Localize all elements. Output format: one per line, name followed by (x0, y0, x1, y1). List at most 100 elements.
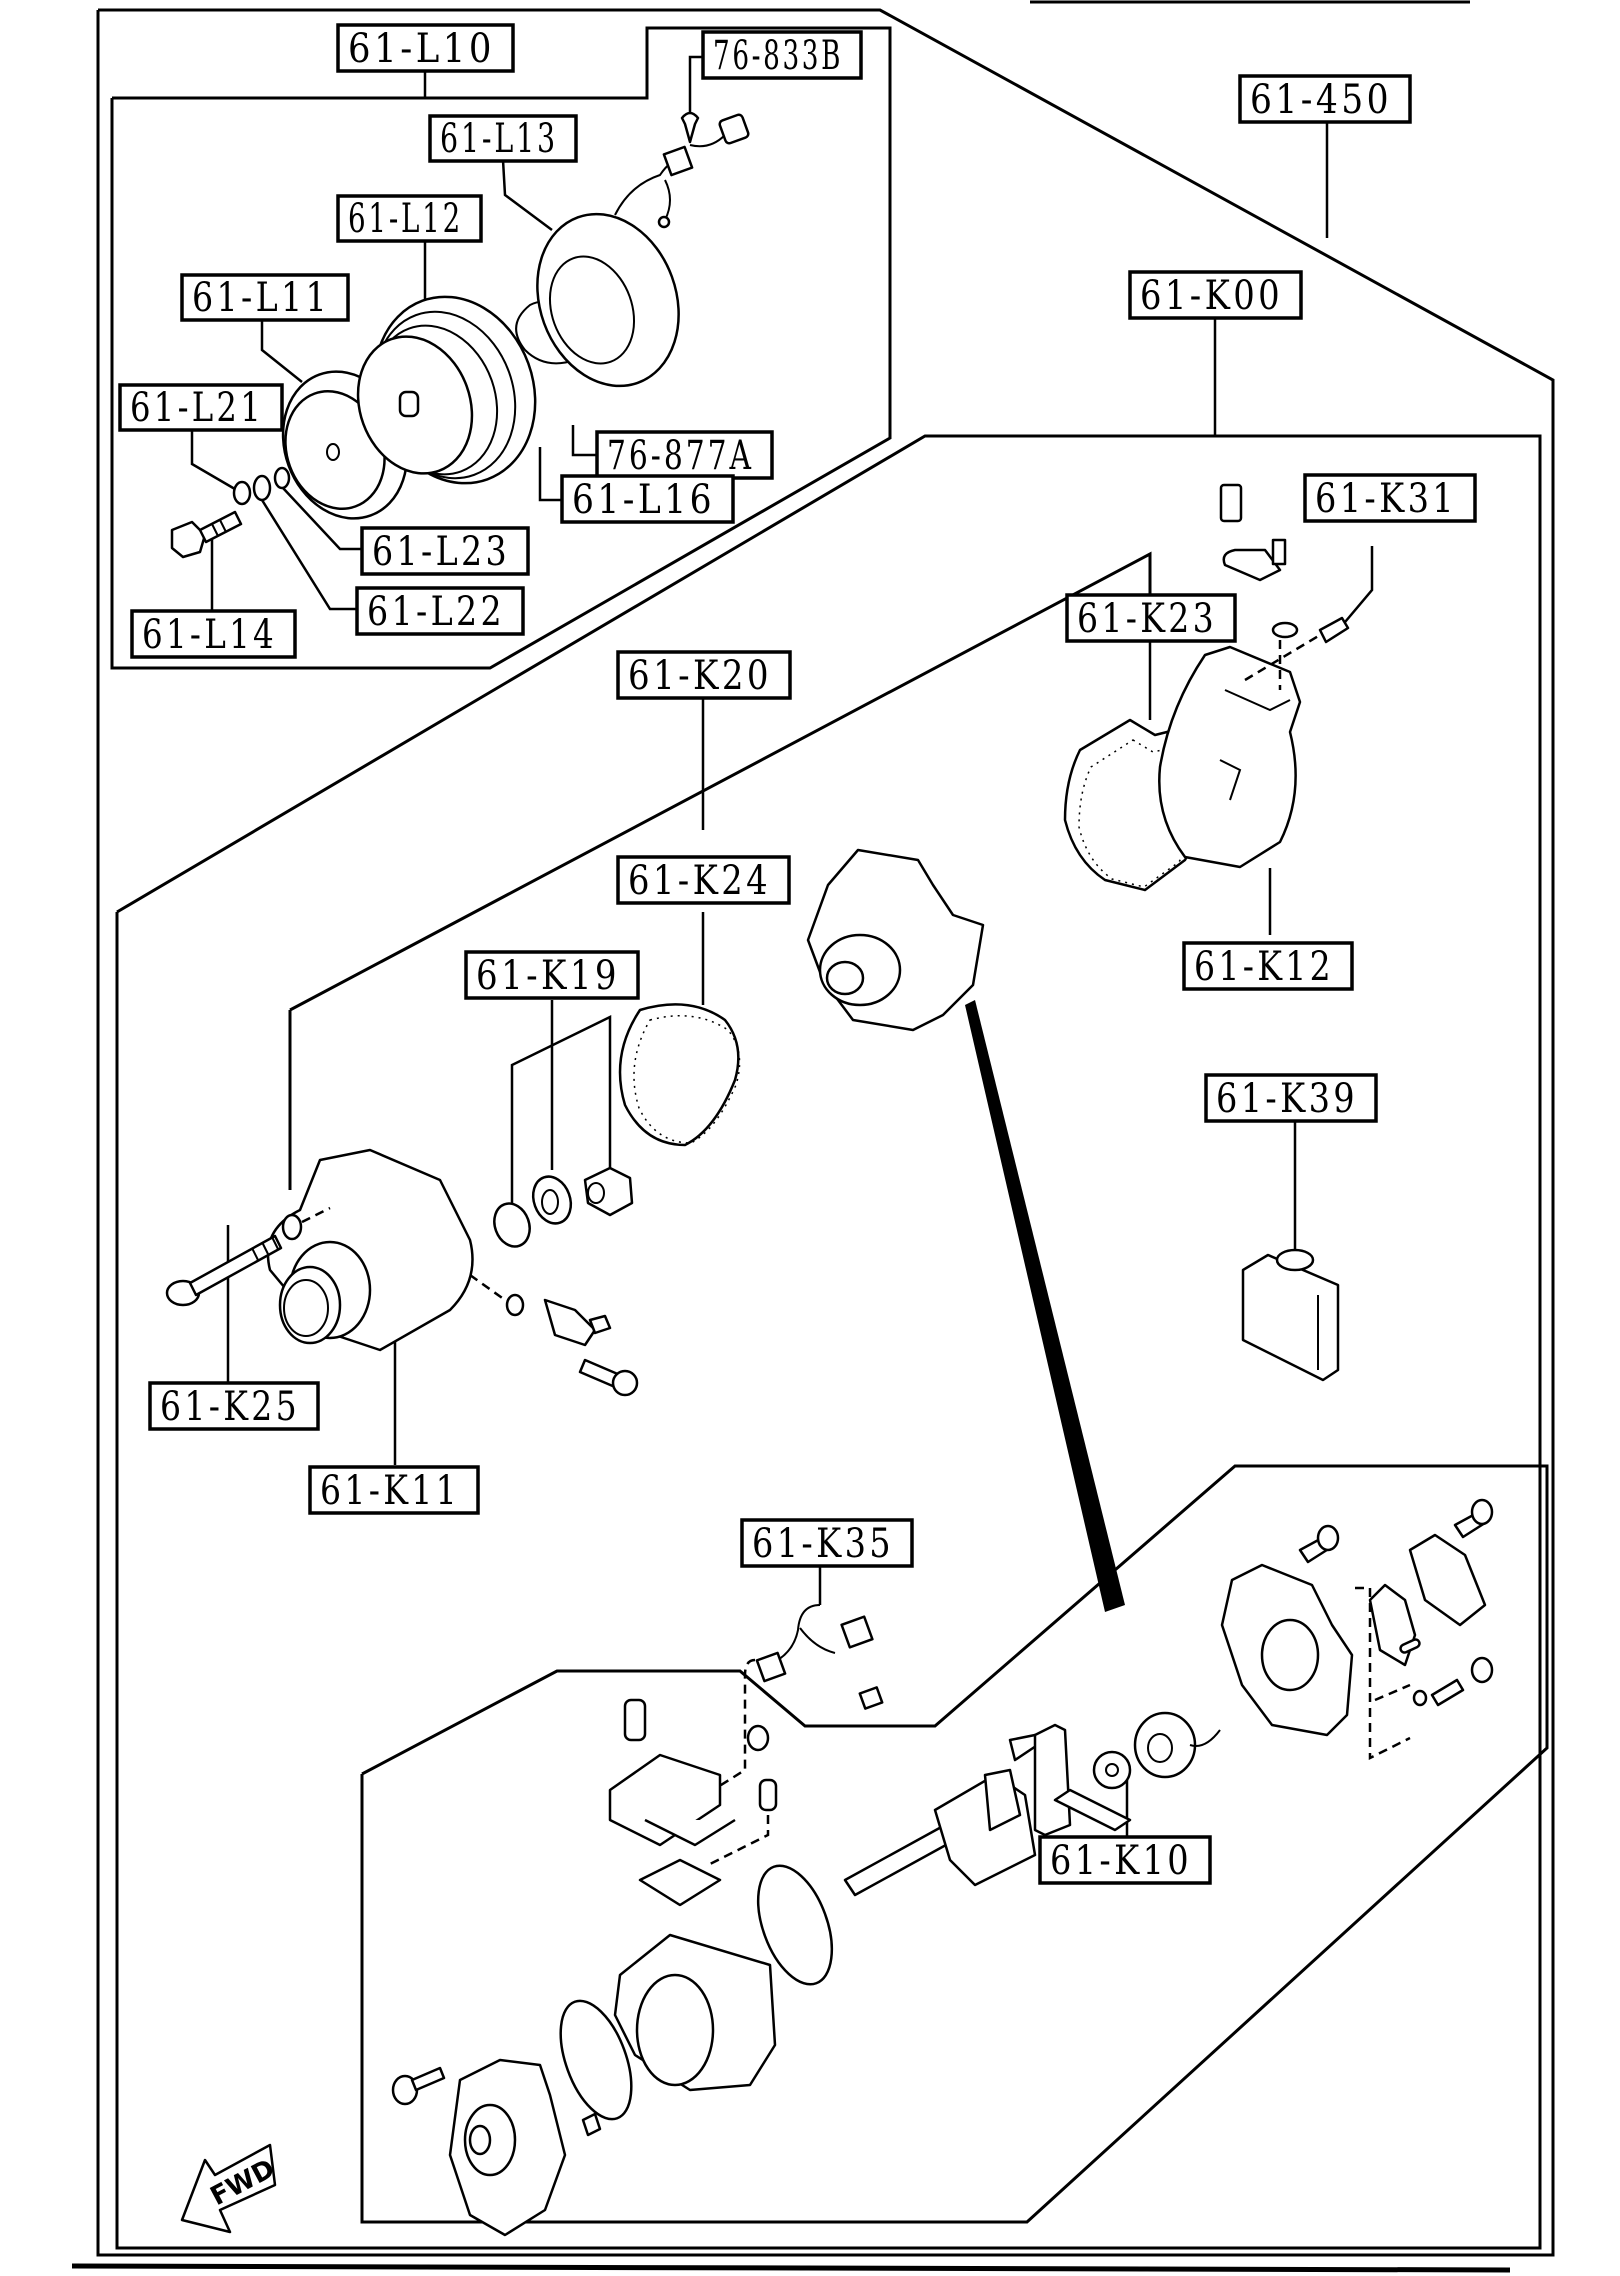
callout-part-number: 61-K00 (1140, 273, 1283, 319)
callout-box[interactable] (616, 855, 791, 905)
wiring-harness-part (755, 1604, 884, 1710)
callout-box[interactable] (1038, 1835, 1212, 1885)
callout-box[interactable] (130, 609, 297, 659)
callout-box[interactable] (740, 1518, 914, 1568)
callout-76-833b[interactable]: 76-833B (701, 30, 863, 80)
callout-part-number: 61-K12 (1194, 944, 1334, 990)
callout-61-l21[interactable]: 61-L21 (118, 383, 284, 432)
callout-61-l14[interactable]: 61-L14 (130, 609, 297, 659)
drive-shaft-part (843, 1723, 1132, 1897)
bearing-part (1092, 1711, 1221, 1790)
pulley-part (356, 295, 537, 485)
callout-part-number: 61-K31 (1315, 476, 1457, 522)
shaft-seal-part (493, 1166, 634, 1248)
callout-box[interactable] (336, 23, 515, 73)
callout-part-number: 61-K19 (476, 953, 620, 999)
front-head-part (266, 1148, 474, 1352)
dash-valve (707, 1815, 770, 1867)
callout-part-number: 61-K39 (1216, 1076, 1358, 1122)
callout-61-k39[interactable]: 61-K39 (1204, 1073, 1378, 1123)
callout-box[interactable] (560, 474, 735, 524)
callout-part-number: 61-450 (1250, 77, 1392, 123)
callout-box[interactable] (355, 586, 525, 636)
callout-61-k31[interactable]: 61-K31 (1303, 473, 1477, 523)
front-cover-part (391, 2058, 602, 2237)
callout-part-number: 61-L16 (572, 477, 715, 523)
dash-k25 (301, 1206, 331, 1224)
callout-61-k10[interactable]: 61-K10 (1038, 1835, 1212, 1885)
callout-box[interactable] (1128, 270, 1303, 320)
callout-part-number: 61-K11 (320, 1468, 460, 1514)
callout-part-number: 61-K24 (628, 858, 771, 904)
callout-61-450[interactable]: 61-450 (1238, 74, 1412, 124)
callout-61-k23[interactable]: 61-K23 (1065, 593, 1237, 643)
dash-front-sensor (469, 1273, 506, 1302)
callout-part-number: 61-L14 (142, 612, 277, 658)
callout-61-l16[interactable]: 61-L16 (560, 474, 735, 524)
callout-61-l12[interactable]: 61-L12 (336, 194, 483, 243)
callout-61-k24[interactable]: 61-K24 (616, 855, 791, 905)
callout-61-k25[interactable]: 61-K25 (148, 1381, 320, 1431)
field-coil-part (536, 113, 750, 388)
cylinder-part (613, 1933, 777, 2092)
callout-76-877a[interactable]: 76-877A (595, 430, 774, 480)
callout-box[interactable] (308, 1465, 480, 1515)
callout-box[interactable] (360, 526, 530, 576)
dash-harness (704, 1658, 756, 1797)
callout-part-number: 61-L21 (130, 385, 264, 431)
leader-lines (190, 55, 1374, 1845)
rear-head-part (1158, 645, 1302, 869)
callout-box[interactable] (701, 30, 863, 80)
clutch-hub-part (281, 370, 409, 520)
callout-box[interactable] (428, 114, 578, 163)
bottom-rule (71, 2263, 1511, 2273)
frame-61-L10 (110, 26, 892, 670)
callout-box[interactable] (595, 430, 774, 480)
dash-rear-plate (1355, 1586, 1411, 1761)
shim-washers (232, 466, 291, 506)
frame-61-K00 (115, 434, 1542, 2250)
callout-box[interactable] (148, 1381, 320, 1431)
callout-61-l10[interactable]: 61-L10 (336, 23, 515, 73)
callout-box[interactable] (616, 650, 792, 700)
callout-part-number: 61-L13 (440, 116, 558, 162)
callout-61-l11[interactable]: 61-L11 (180, 273, 350, 322)
callout-61-k19[interactable]: 61-K19 (464, 950, 640, 1000)
front-gasket-part (618, 1003, 741, 1147)
callout-part-number: 61-K10 (1050, 1838, 1192, 1884)
fwd-arrow-icon: FWD (180, 2143, 280, 2234)
o-ring-large (756, 1864, 834, 1986)
callout-box[interactable] (464, 950, 640, 1000)
callout-box[interactable] (1065, 593, 1237, 643)
callout-61-k20[interactable]: 61-K20 (616, 650, 792, 700)
control-valve-part (608, 1698, 778, 1907)
callout-box[interactable] (1303, 473, 1477, 523)
callout-box[interactable] (1204, 1073, 1378, 1123)
front-sensor-part (505, 1293, 639, 1397)
callout-part-number: 61-K20 (628, 653, 772, 699)
callout-61-k00[interactable]: 61-K00 (1128, 270, 1303, 320)
callout-61-k35[interactable]: 61-K35 (740, 1518, 914, 1568)
callout-box[interactable] (336, 194, 483, 243)
callout-part-number: 76-877A (607, 433, 754, 479)
callout-61-k12[interactable]: 61-K12 (1182, 941, 1354, 991)
callout-box[interactable] (180, 273, 350, 322)
callout-61-l22[interactable]: 61-L22 (355, 586, 525, 636)
callout-part-number: 76-833B (713, 33, 843, 79)
callout-part-number: 61-K23 (1077, 596, 1217, 642)
callout-61-l13[interactable]: 61-L13 (428, 114, 578, 163)
callout-part-number: 61-K35 (752, 1521, 894, 1567)
callout-box[interactable] (1238, 74, 1412, 124)
callout-part-number: 61-L23 (372, 529, 510, 575)
callout-part-number: 61-L22 (367, 589, 505, 635)
cylinder-block-part (806, 848, 985, 1032)
callout-61-k11[interactable]: 61-K11 (308, 1465, 480, 1515)
callout-part-number: 61-L10 (348, 26, 495, 72)
callout-labels: 61-L10 76-833B 61-L13 61-L12 61-L11 61-L21 76-… (118, 23, 1477, 1885)
rear-plate-part (1220, 1498, 1494, 1737)
callout-box[interactable] (1182, 941, 1354, 991)
callout-61-l23[interactable]: 61-L23 (360, 526, 530, 576)
callout-box[interactable] (118, 383, 284, 432)
oil-can-part (1241, 1248, 1340, 1382)
